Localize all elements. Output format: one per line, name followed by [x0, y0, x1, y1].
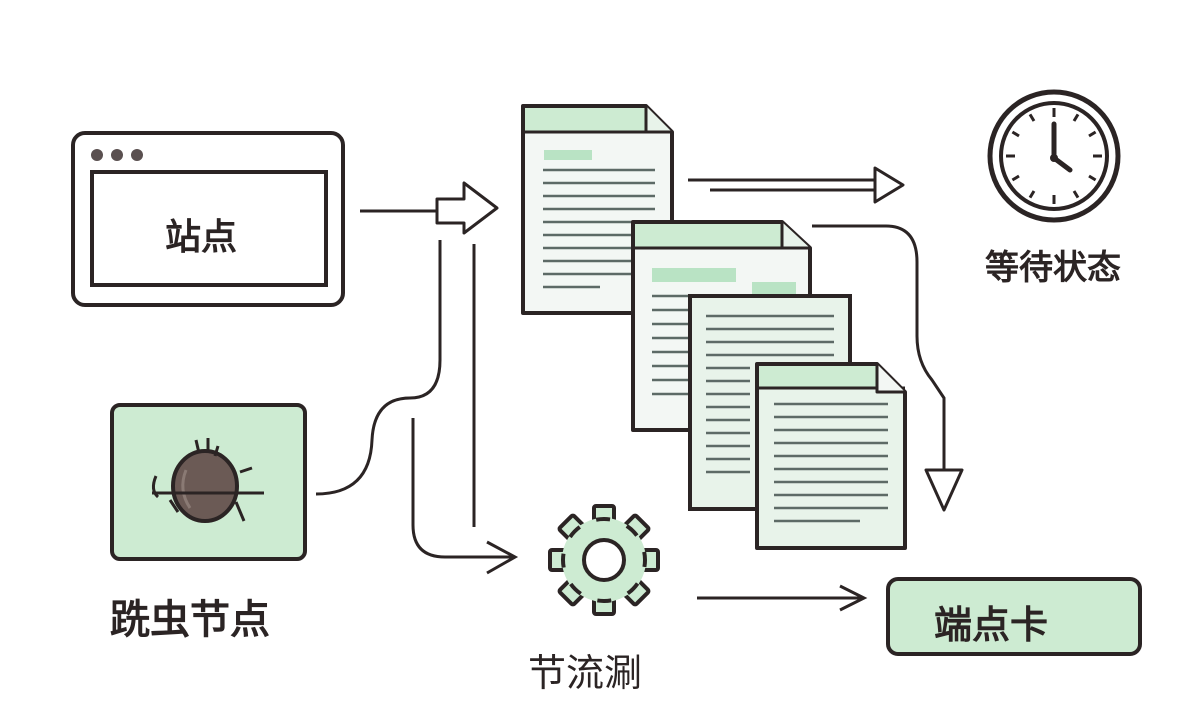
arrow-site-to-docs: [360, 181, 499, 235]
window-dot-icon: [111, 149, 123, 161]
endpoint-card-label: 端点卡: [934, 603, 1049, 647]
waiting-state-label: 等待状态: [985, 248, 1121, 288]
window-dot-icon: [91, 149, 103, 161]
arrow-docs-to-clock: [688, 166, 905, 204]
browser-window-icon: [71, 131, 345, 307]
arrow-gear-to-endpoint: [697, 584, 868, 612]
site-label: 站点: [165, 217, 238, 258]
throttle-label: 节流涮: [528, 651, 643, 695]
crawler-node-label: 跣虫节点: [110, 597, 270, 643]
bug-icon: [151, 438, 264, 523]
document-4: [755, 362, 907, 550]
crawler-node-box: [110, 403, 307, 561]
gear-icon: [548, 504, 660, 616]
connector-crawler-up: [315, 240, 442, 496]
clock-icon: [987, 89, 1121, 223]
arrow-to-gear: [411, 418, 519, 575]
window-dot-icon: [131, 149, 143, 161]
endpoint-card: [886, 577, 1142, 656]
arrow-to-endpoint-down: [812, 224, 964, 512]
document-stack-icon: [521, 104, 907, 550]
